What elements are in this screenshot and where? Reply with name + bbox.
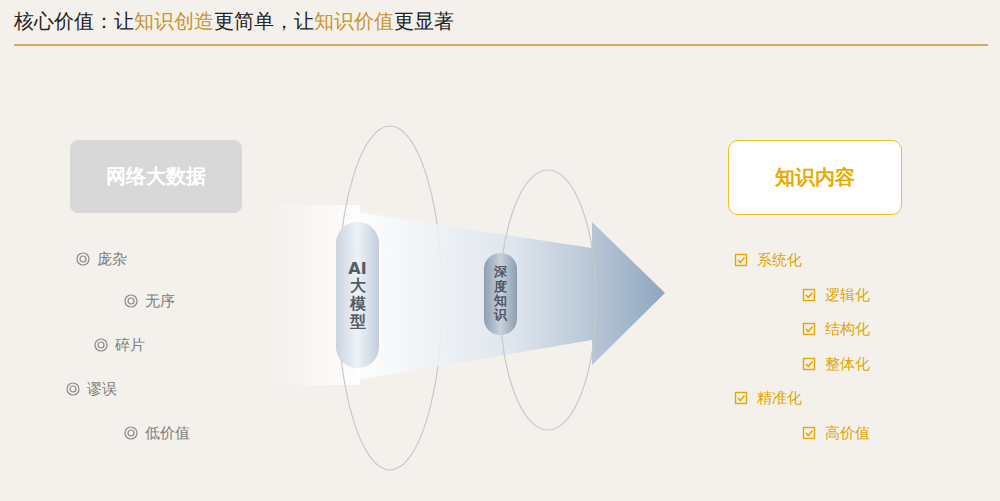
arrow-cone bbox=[357, 212, 665, 380]
problem-label: 低价值 bbox=[145, 424, 190, 442]
problem-label: 谬误 bbox=[87, 380, 117, 398]
check-box bbox=[734, 253, 748, 267]
check-box bbox=[802, 322, 816, 336]
pill-shape bbox=[484, 253, 517, 335]
benefit-label: 系统化 bbox=[757, 251, 802, 269]
node-text: 网络大数据 bbox=[106, 163, 206, 190]
result-box: 知识内容 bbox=[728, 140, 902, 215]
check-box bbox=[802, 288, 816, 302]
problem-label: 无序 bbox=[145, 292, 175, 310]
check-box bbox=[802, 357, 816, 371]
title-rule bbox=[14, 44, 988, 46]
source-box: 网络大数据 bbox=[70, 140, 242, 213]
check-box bbox=[802, 426, 816, 440]
benefit-label: 精准化 bbox=[757, 389, 802, 407]
check-box bbox=[734, 391, 748, 405]
benefit-label: 整体化 bbox=[825, 355, 870, 373]
ring-bullet bbox=[124, 294, 138, 308]
problem-label: 庞杂 bbox=[97, 250, 127, 268]
page-title: 核心价值：让知识创造更简单，让知识价值更显著 bbox=[14, 8, 454, 35]
benefit-label: 高价值 bbox=[825, 424, 870, 442]
ring-bullet bbox=[76, 252, 90, 266]
benefit-label: 结构化 bbox=[825, 320, 870, 338]
node-text: 深度知识 bbox=[494, 265, 507, 322]
benefit-label: 逻辑化 bbox=[825, 286, 870, 304]
node-text: AI 大模型 bbox=[346, 260, 369, 330]
ring-bullet bbox=[94, 338, 108, 352]
node-text: 知识内容 bbox=[775, 164, 855, 191]
ring-bullet bbox=[66, 382, 80, 396]
knowledge-pill: 深度知识 bbox=[484, 253, 517, 335]
model-pill: AI 大模型 bbox=[336, 222, 379, 368]
problem-label: 碎片 bbox=[115, 336, 145, 354]
ring-bullet bbox=[124, 426, 138, 440]
pill-shape bbox=[336, 222, 379, 368]
